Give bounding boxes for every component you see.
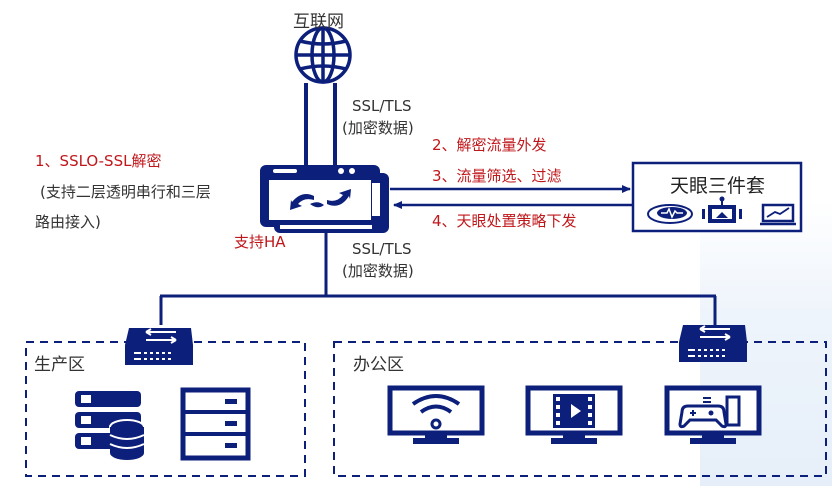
sslo-desc-line2: 路由接入): [35, 213, 101, 231]
office-zone-label: 办公区: [353, 355, 404, 375]
sslo-ha-label: 支持HA: [234, 233, 286, 251]
sslo-device-icon: [260, 165, 389, 233]
step2-label: 2、解密流量外发: [432, 136, 547, 154]
tianyan-title: 天眼三件套: [670, 175, 766, 197]
monitor-game-icon: [664, 385, 762, 444]
internet-label: 互联网: [293, 12, 344, 32]
lower-link-note: (加密数据): [342, 262, 414, 280]
server-database-icon: [75, 391, 145, 460]
server-rack-icon: [180, 387, 251, 461]
sslo-title: 1、SSLO-SSL解密: [35, 152, 162, 170]
step3-label: 3、流量筛选、过滤: [432, 167, 562, 185]
switch-icon-left: [125, 328, 193, 365]
lower-link-protocol: SSL/TLS: [352, 240, 412, 258]
production-zone-box: [25, 341, 306, 477]
sync-arrows-icon: [290, 189, 351, 210]
upper-link-protocol: SSL/TLS: [352, 97, 412, 115]
sslo-desc-line1: (支持二层透明串行和三层: [40, 183, 211, 201]
upper-link-note: (加密数据): [342, 119, 414, 137]
switch-icon-right: [679, 325, 747, 362]
monitor-video-icon: [525, 385, 623, 444]
office-zone-box: [333, 341, 827, 477]
step4-label: 4、天眼处置策略下发: [432, 212, 577, 230]
analysis-device-icon: [702, 196, 742, 223]
production-zone-label: 生产区: [34, 355, 85, 375]
sensor-icon: [647, 204, 693, 224]
globe-icon: [294, 26, 352, 84]
monitor-chart-icon: [760, 203, 796, 226]
monitor-wifi-icon: [387, 385, 485, 444]
